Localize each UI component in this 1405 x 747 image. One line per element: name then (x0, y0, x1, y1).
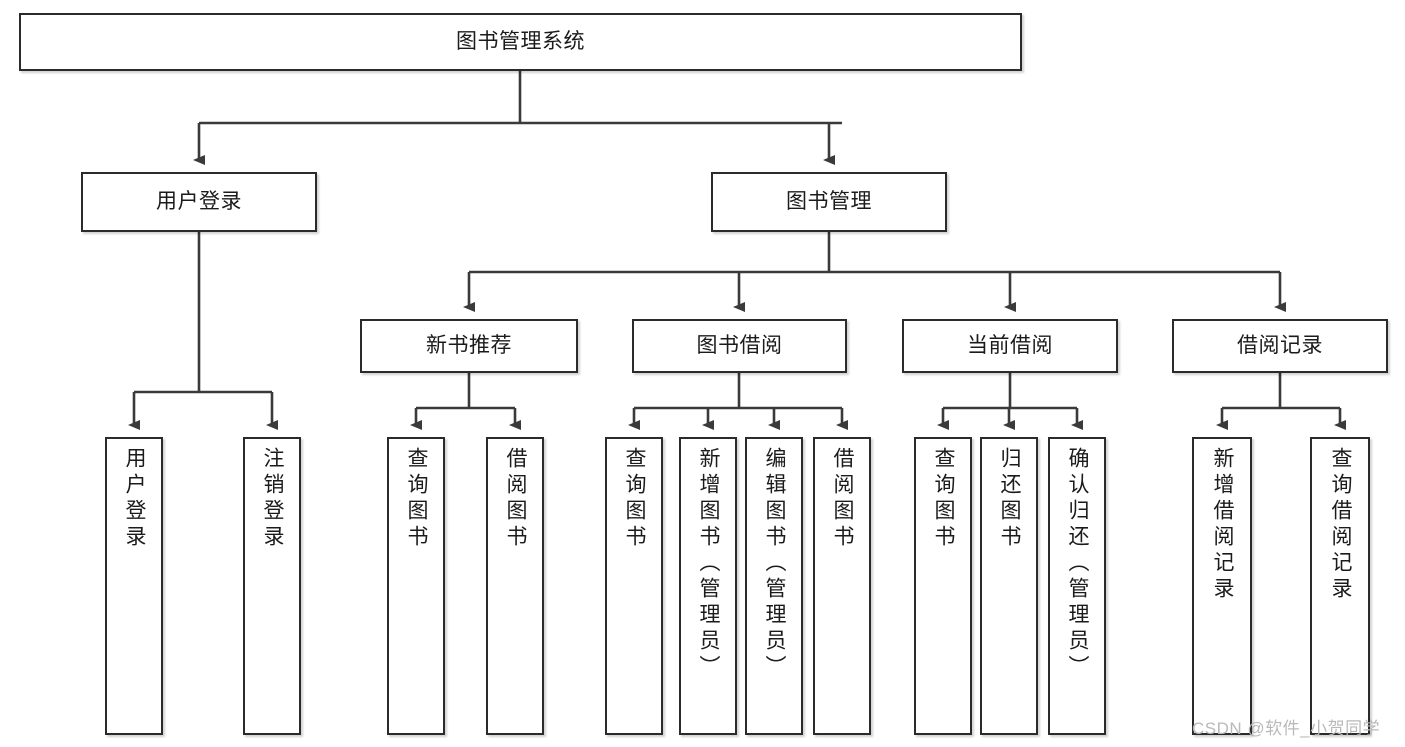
node-leaf-borrow-book-label: 借阅图书 (831, 447, 855, 551)
node-leaf-query-book-current[interactable]: 查询图书 (914, 437, 972, 735)
node-leaf-add-borrow-record[interactable]: 新增借阅记录 (1192, 437, 1252, 735)
node-leaf-query-borrow-record-label: 查询借阅记录 (1329, 447, 1353, 603)
node-leaf-query-book-borrow-label: 查询图书 (623, 447, 647, 551)
node-leaf-borrow-book[interactable]: 借阅图书 (813, 437, 871, 735)
node-user-login-label: 用户登录 (156, 190, 242, 214)
node-leaf-confirm-return-admin-label: 确认归还（管理员） (1066, 447, 1090, 681)
node-leaf-return-book-label: 归还图书 (998, 447, 1022, 551)
node-leaf-edit-book-admin[interactable]: 编辑图书（管理员） (745, 437, 803, 735)
node-leaf-add-book-admin-label: 新增图书（管理员） (697, 447, 721, 681)
node-leaf-user-logout-label: 注销登录 (261, 447, 285, 551)
node-leaf-query-borrow-record[interactable]: 查询借阅记录 (1310, 437, 1370, 735)
csdn-watermark: CSDN @软件_小贺同学 (1192, 719, 1381, 738)
node-leaf-user-login[interactable]: 用户登录 (105, 437, 163, 735)
node-leaf-user-logout[interactable]: 注销登录 (243, 437, 301, 735)
node-leaf-borrow-book-new[interactable]: 借阅图书 (486, 437, 544, 735)
node-root[interactable]: 图书管理系统 (19, 13, 1022, 71)
node-leaf-add-book-admin[interactable]: 新增图书（管理员） (679, 437, 737, 735)
node-leaf-confirm-return-admin[interactable]: 确认归还（管理员） (1048, 437, 1106, 735)
node-current-borrow[interactable]: 当前借阅 (902, 319, 1118, 373)
node-leaf-borrow-book-new-label: 借阅图书 (504, 447, 528, 551)
node-current-borrow-label: 当前借阅 (967, 334, 1053, 358)
node-user-login[interactable]: 用户登录 (81, 172, 317, 232)
node-leaf-add-borrow-record-label: 新增借阅记录 (1211, 447, 1235, 603)
node-root-label: 图书管理系统 (456, 30, 585, 54)
node-book-manage-label: 图书管理 (786, 190, 872, 214)
node-borrow-record[interactable]: 借阅记录 (1172, 319, 1388, 373)
node-book-borrow-label: 图书借阅 (696, 334, 783, 358)
node-leaf-query-book-new-label: 查询图书 (405, 447, 429, 551)
node-leaf-query-book-new[interactable]: 查询图书 (387, 437, 445, 735)
node-book-borrow[interactable]: 图书借阅 (632, 319, 847, 373)
node-new-book-recommend[interactable]: 新书推荐 (360, 319, 578, 373)
node-leaf-user-login-label: 用户登录 (123, 447, 147, 551)
node-leaf-query-book-borrow[interactable]: 查询图书 (605, 437, 663, 735)
node-new-book-recommend-label: 新书推荐 (426, 334, 512, 358)
node-leaf-edit-book-admin-label: 编辑图书（管理员） (763, 447, 787, 681)
node-borrow-record-label: 借阅记录 (1237, 334, 1323, 358)
node-leaf-query-book-current-label: 查询图书 (932, 447, 956, 551)
node-book-manage[interactable]: 图书管理 (711, 172, 947, 232)
node-leaf-return-book[interactable]: 归还图书 (980, 437, 1038, 735)
